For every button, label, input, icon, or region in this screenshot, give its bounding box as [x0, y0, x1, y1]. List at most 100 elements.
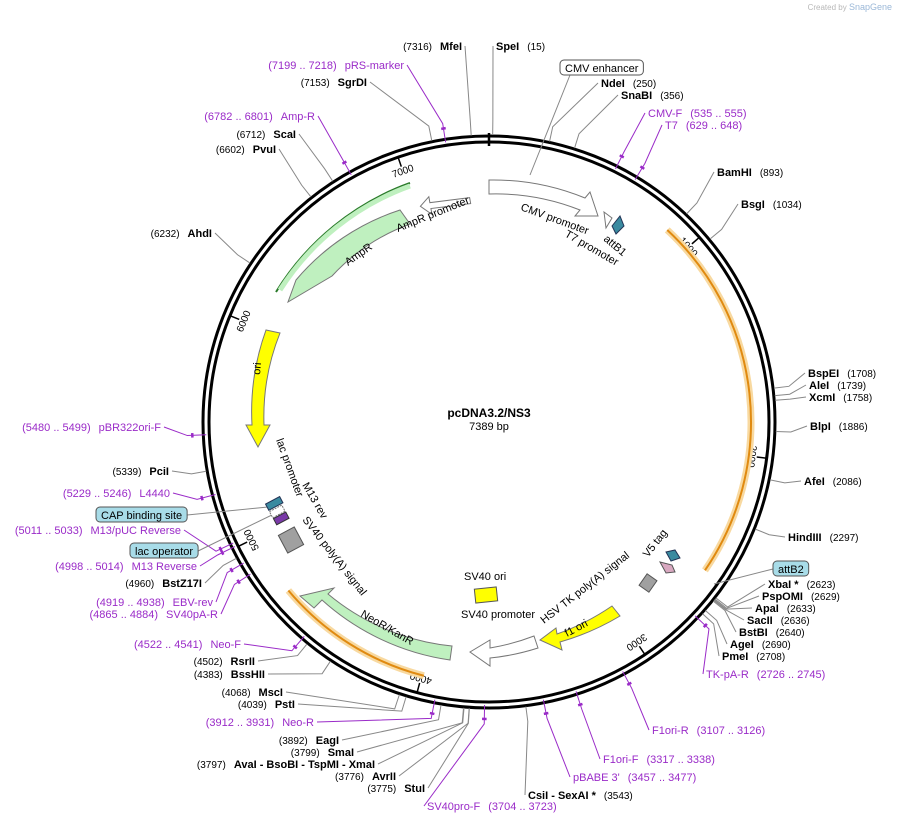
boxed-label-frame[interactable] — [772, 560, 810, 577]
primer-label[interactable]: (3912 .. 3931)Neo-R — [206, 717, 314, 729]
primer-label[interactable]: CMV-F(535 .. 555) — [648, 108, 747, 120]
site-position: (2623) — [807, 580, 836, 591]
cmv-promoter-arrow[interactable] — [488, 179, 599, 217]
primer-label[interactable]: T7(629 .. 648) — [665, 120, 742, 132]
credit: Created by SnapGene — [808, 2, 892, 12]
enzyme-label[interactable]: CsiI - SexAI *(3543) — [528, 790, 633, 802]
t7-promoter-arrow[interactable] — [603, 210, 613, 230]
f1-ori-arrow[interactable] — [539, 605, 621, 651]
neokanr-arrow[interactable] — [298, 587, 453, 661]
primer-label[interactable]: (6782 .. 6801)Amp-R — [204, 111, 315, 123]
enzyme-label[interactable]: (4960)BstZ17I — [125, 578, 202, 590]
attb1-arrow[interactable] — [611, 215, 625, 235]
feature-group — [245, 179, 681, 667]
enzyme-label[interactable]: (7316)MfeI — [403, 41, 462, 53]
v5-tag-block[interactable] — [659, 561, 676, 574]
primer-connector — [163, 426, 207, 437]
enzyme-label[interactable]: HindIII(2297) — [788, 532, 859, 544]
enzyme-label[interactable]: BspEI(1708) — [808, 368, 876, 380]
enzyme-label[interactable]: PmeI(2708) — [722, 651, 785, 663]
primer-label[interactable]: (4919 .. 4938)EBV-rev — [96, 597, 213, 609]
primer-connector — [317, 115, 352, 176]
enzyme-label[interactable]: (6232)AhdI — [151, 228, 212, 240]
enzyme-label[interactable]: (6712)ScaI — [236, 129, 296, 141]
enzyme-label[interactable]: (4068)MscI — [222, 687, 283, 699]
site-name: NdeI — [601, 78, 625, 90]
hsv-tk-polya-block[interactable] — [638, 573, 658, 593]
enzyme-label[interactable]: BlpI(1886) — [810, 421, 868, 433]
enzyme-connector — [574, 94, 619, 149]
primer-label[interactable]: SV40pro-F(3704 .. 3723) — [427, 801, 557, 813]
enzyme-connector — [702, 613, 720, 657]
lac-operator-block[interactable] — [272, 511, 290, 526]
enzyme-label[interactable]: BsgI(1034) — [741, 199, 802, 211]
enzyme-label[interactable]: (5339)PciI — [113, 466, 169, 478]
primer-label[interactable]: (4998 .. 5014)M13 Reverse — [55, 561, 197, 573]
boxed-label-frame[interactable] — [95, 506, 188, 523]
site-position: (4039) — [238, 700, 267, 711]
enzyme-label[interactable]: (4383)BssHII — [194, 669, 265, 681]
enzyme-label[interactable]: (3892)EagI — [279, 735, 339, 747]
enzyme-label[interactable]: (3797)AvaI - BsoBI - TspMI - XmaI — [197, 759, 375, 771]
enzyme-label[interactable]: BamHI(893) — [717, 167, 783, 179]
enzyme-label[interactable]: (4039)PstI — [238, 699, 295, 711]
enzyme-label[interactable]: XcmI(1758) — [809, 392, 872, 404]
enzyme-label[interactable]: AfeI(2086) — [804, 476, 862, 488]
primer-connector — [615, 112, 646, 170]
sv40-ori-block[interactable] — [473, 586, 499, 604]
boxed-label-frame[interactable] — [559, 59, 644, 76]
primer-label[interactable]: (5011 .. 5033)M13/pUC Reverse — [15, 525, 181, 537]
enzyme-label[interactable]: (3799)SmaI — [291, 747, 354, 759]
enzyme-label[interactable]: XbaI *(2623) — [768, 579, 835, 591]
enzyme-label[interactable]: AleI(1739) — [809, 380, 866, 392]
primer-label[interactable]: (5229 .. 5246)L4440 — [63, 488, 170, 500]
enzyme-connector — [427, 708, 470, 789]
site-name: SacII — [747, 615, 773, 627]
enzyme-label[interactable]: (3776)AvrII — [335, 771, 396, 783]
primer-site-mark — [220, 550, 225, 556]
primer-label[interactable]: (5480 .. 5499)pBR322ori-F — [22, 422, 161, 434]
attb2-block[interactable] — [665, 549, 681, 562]
enzyme-label[interactable]: ApaI(2633) — [755, 603, 816, 615]
cap-binding-site-block[interactable] — [264, 495, 284, 511]
primer-connector — [634, 124, 663, 180]
sv40-promoter-arrow[interactable] — [469, 635, 539, 667]
ori-arrow[interactable] — [245, 329, 281, 449]
enzyme-label[interactable]: SnaBI(356) — [621, 90, 684, 102]
enzyme-label[interactable]: BstBI(2640) — [739, 627, 805, 639]
enzyme-label[interactable]: AgeI(2690) — [730, 639, 791, 651]
sv40-promoter-label: SV40 promoter — [461, 609, 535, 621]
v5-tag-label: V5 tag — [641, 527, 670, 559]
primer-label[interactable]: F1ori-F(3317 .. 3338) — [603, 754, 715, 766]
enzyme-label[interactable]: (3775)StuI — [367, 783, 425, 795]
enzyme-label[interactable]: SacII (2636) — [747, 615, 810, 627]
orf-ns3[interactable] — [666, 229, 752, 571]
site-position: (3457 .. 3477) — [628, 772, 697, 784]
enzyme-label[interactable]: (4502)RsrII — [194, 656, 255, 668]
ampr-arrow[interactable] — [287, 209, 411, 304]
site-position: (7153) — [301, 78, 330, 89]
enzyme-label[interactable]: SpeI(15) — [496, 41, 545, 53]
enzyme-label[interactable]: PspOMI(2629) — [762, 591, 840, 603]
sv40-polya-block[interactable] — [277, 526, 305, 554]
site-name: CMV-F — [648, 108, 683, 120]
boxed-label-frame[interactable] — [129, 542, 199, 559]
enzyme-label[interactable]: (7153)SgrDI — [301, 77, 367, 89]
primer-label[interactable]: F1ori-R(3107 .. 3126) — [652, 725, 765, 737]
primer-label[interactable]: (4522 .. 4541)Neo-F — [134, 639, 241, 651]
primer-connector — [220, 573, 251, 615]
primer-label[interactable]: TK-pA-R(2726 .. 2745) — [706, 669, 825, 681]
ampr-promoter-arrow[interactable] — [419, 190, 472, 216]
orf-neo[interactable] — [287, 589, 425, 677]
enzyme-connector — [755, 528, 786, 538]
enzyme-label[interactable]: (6602)PvuI — [216, 144, 276, 156]
primer-label[interactable]: (7199 .. 7218)pRS-marker — [268, 60, 404, 72]
site-position: (2636) — [781, 616, 810, 627]
lac-promoter-block[interactable] — [268, 504, 286, 519]
primer-label[interactable]: pBABE 3'(3457 .. 3477) — [573, 772, 696, 784]
primer-connector — [622, 671, 650, 731]
enzyme-label[interactable]: NdeI(250) — [601, 78, 656, 90]
site-position: (7199 .. 7218) — [268, 60, 337, 72]
boxed-feature-label: attB2 — [778, 564, 804, 576]
primer-label[interactable]: (4865 .. 4884)SV40pA-R — [90, 609, 219, 621]
